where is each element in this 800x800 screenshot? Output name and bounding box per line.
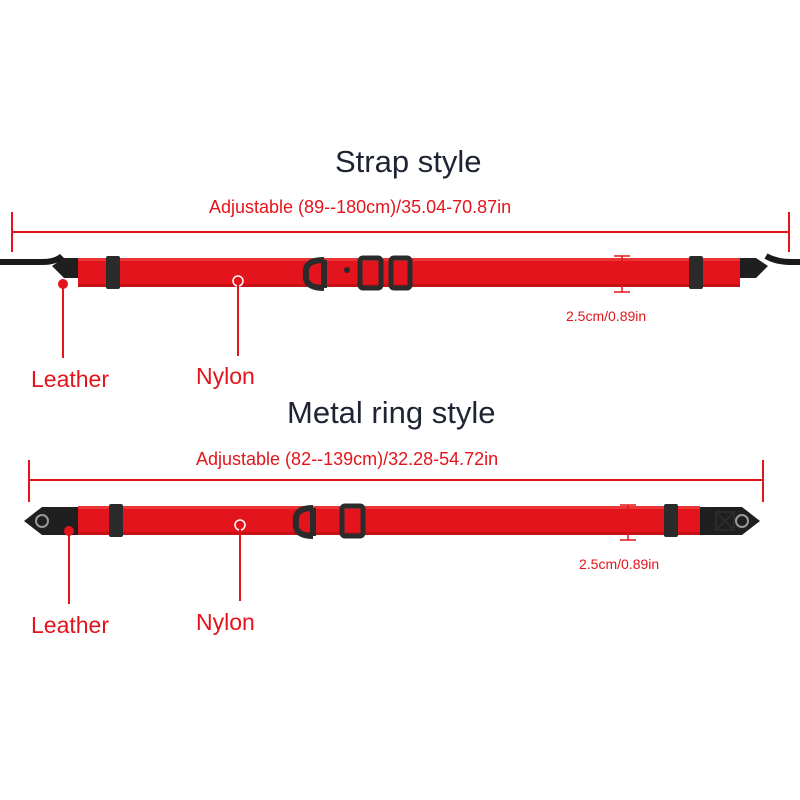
ring-nylon-callout: Nylon <box>196 609 255 635</box>
strap-slider-buckle-2 <box>388 255 413 291</box>
ring-nylon-callout-line <box>234 519 246 601</box>
ring-length-label: Adjustable (82--139cm)/32.28-54.72in <box>196 449 499 469</box>
ring-left-metal-ring <box>35 514 49 528</box>
ring-slider-buckle <box>339 503 366 539</box>
ring-leather-callout: Leather <box>31 612 110 638</box>
ring-right-leather-tab <box>698 507 760 535</box>
ring-leather-callout-line <box>64 526 74 604</box>
strap-nylon-callout-line <box>232 275 244 356</box>
strap-width-dimension <box>614 255 630 293</box>
strap-right-leather-cord <box>764 253 800 265</box>
strap-d-ring <box>302 257 327 291</box>
ring-right-box-stitch <box>715 511 735 531</box>
strap-left-leather-tab <box>52 258 82 278</box>
strap-leather-callout: Leather <box>31 366 110 392</box>
ring-right-metal-ring <box>735 514 749 528</box>
strap-left-keeper <box>106 256 120 289</box>
strap-leather-callout-line <box>58 279 68 358</box>
ring-right-keeper <box>664 504 678 537</box>
metal-ring-style-group <box>24 460 764 604</box>
strap-nylon-callout: Nylon <box>196 363 255 389</box>
ring-nylon-webbing <box>78 506 700 535</box>
strap-rivet <box>344 267 350 273</box>
ring-left-leather-tab <box>24 507 84 535</box>
strap-style-group <box>0 212 800 358</box>
ring-d-ring <box>292 505 316 539</box>
strap-style-title: Strap style <box>335 144 482 179</box>
strap-slider-buckle-1 <box>357 255 384 291</box>
strap-right-keeper <box>689 256 703 289</box>
ring-width-label: 2.5cm/0.89in <box>579 556 660 572</box>
ring-left-keeper <box>109 504 123 537</box>
metal-ring-style-title: Metal ring style <box>287 395 496 430</box>
strap-length-label: Adjustable (89--180cm)/35.04-70.87in <box>209 197 512 217</box>
strap-left-leather-cord <box>0 253 65 265</box>
strap-right-leather-tab <box>736 258 768 278</box>
strap-width-label: 2.5cm/0.89in <box>566 308 647 324</box>
ring-length-dimension <box>28 460 764 502</box>
ring-width-dimension <box>620 504 636 541</box>
strap-length-dimension <box>11 212 790 252</box>
